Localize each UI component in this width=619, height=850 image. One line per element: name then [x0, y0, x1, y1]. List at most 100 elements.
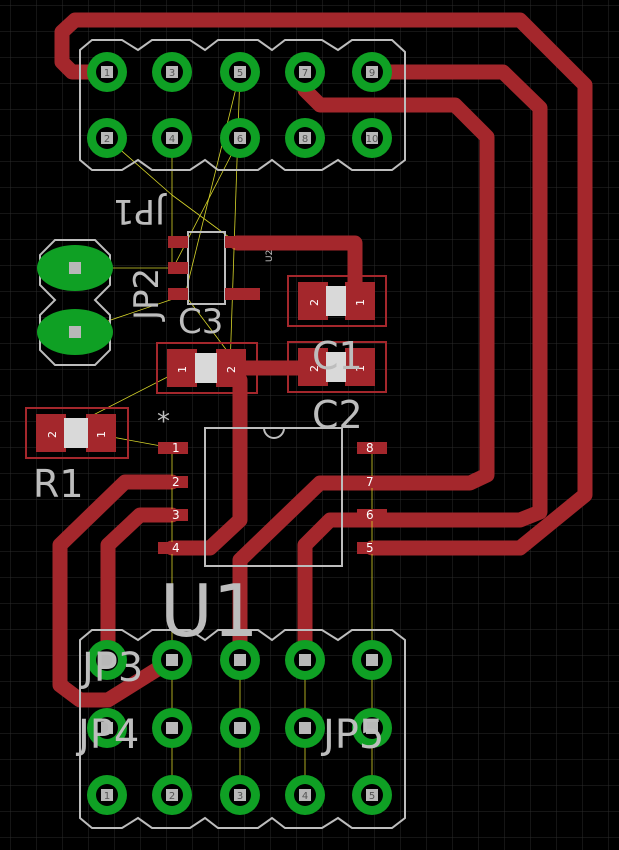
u2-pad — [225, 236, 245, 248]
u2-pad — [168, 288, 188, 300]
jp2-label: JP2 — [127, 268, 167, 322]
jp1-pad-center — [166, 66, 178, 78]
u1-pad-1 — [158, 442, 188, 454]
c3-outline — [156, 342, 258, 394]
jp1-pad-center — [366, 66, 378, 78]
u2-pad — [225, 288, 260, 300]
u1-pad-4 — [158, 542, 188, 554]
c2-pad-2 — [298, 282, 328, 320]
jp1-pad-center — [166, 132, 178, 144]
jp5-pad-center — [366, 789, 378, 801]
u1-pin-label: 2 — [172, 475, 180, 489]
jp3-pad-center — [299, 654, 311, 666]
jp1-pad-number: 4 — [169, 134, 175, 145]
u1-pin-label: 6 — [366, 508, 374, 522]
jp2-pads — [37, 245, 113, 355]
r1-outline — [25, 407, 129, 459]
u1-pad-3 — [158, 509, 188, 521]
jp-bottom-outline — [79, 629, 406, 829]
c1-pad-1 — [345, 348, 375, 386]
jp5-pad-center — [166, 789, 178, 801]
jp5-pad-center — [234, 789, 246, 801]
airwire — [184, 71, 241, 296]
c3-pin-label: 2 — [225, 366, 238, 373]
jp3-pad-center — [366, 654, 378, 666]
jp3-pad-center — [101, 654, 113, 666]
jp3-pad-center — [234, 654, 246, 666]
jp1-pad-number: 5 — [237, 68, 243, 79]
silkscreen — [25, 39, 406, 829]
jp4-label: JP4 — [75, 712, 139, 758]
jp1-pad-number: 8 — [302, 134, 308, 145]
u1-pin-label: 4 — [172, 541, 180, 555]
r1-body — [64, 418, 88, 448]
u1-pin-label: 3 — [172, 508, 180, 522]
u1-pad-2 — [158, 476, 188, 488]
smd-pads — [36, 236, 387, 554]
r1-pin-label: 1 — [95, 431, 108, 438]
u1-pad-7 — [357, 476, 387, 488]
c2-outline — [287, 275, 387, 327]
u2-pad — [168, 236, 188, 248]
jp5-pad-number: 4 — [302, 791, 308, 802]
traces — [52, 12, 593, 708]
jp5-pad-center — [299, 789, 311, 801]
trace-c3-u1-4 — [164, 372, 248, 556]
c1-pin-label: 1 — [354, 365, 367, 372]
c1-pad-2 — [298, 348, 328, 386]
trace-jp1-1-loop — [54, 12, 593, 556]
u2-label: U2 — [265, 250, 275, 262]
u1-pad-5 — [357, 542, 387, 554]
jp5-pad-number: 5 — [369, 791, 375, 802]
c1-body — [326, 352, 346, 382]
jp1-pad-number: 10 — [366, 134, 379, 145]
jp5-label: JP5 — [320, 712, 384, 758]
u1-label: U1 — [160, 569, 259, 653]
c3-body — [195, 353, 217, 383]
u1-notch — [263, 427, 285, 439]
jp5-pad-number: 1 — [104, 791, 110, 802]
u1-body — [204, 427, 343, 567]
jp5-pad-number: 2 — [169, 791, 175, 802]
jp4-pad-center — [101, 722, 113, 734]
c2-pin-label: 2 — [308, 299, 321, 306]
jp3-pad-center — [166, 654, 178, 666]
jp4-pad-center — [166, 722, 178, 734]
jp2-pad-2-center — [69, 326, 81, 338]
jp2-pad-1-center — [69, 262, 81, 274]
jp5-pad-number: 3 — [237, 791, 243, 802]
u1-pin-label: 8 — [366, 441, 374, 455]
c1-pin-label: 2 — [308, 365, 321, 372]
jp4-pad-center — [234, 722, 246, 734]
r1-label: R1 — [33, 462, 84, 506]
airwire — [171, 194, 238, 244]
trace-jp1-7 — [232, 64, 495, 668]
trace-u1-2 — [52, 474, 180, 708]
u1-pad-8 — [357, 442, 387, 454]
jp1-pad-number: 6 — [237, 134, 243, 145]
c1-label: C1 — [312, 334, 363, 378]
jp5-pad-center — [101, 789, 113, 801]
c3-pad-2 — [216, 349, 246, 387]
jp1-pad-center — [101, 66, 113, 78]
jp1-pad-center — [234, 132, 246, 144]
jp1-pad-number: 2 — [104, 134, 110, 145]
u1-pad-6 — [357, 509, 387, 521]
c3-pad-1 — [167, 349, 197, 387]
c2-pad-1 — [345, 282, 375, 320]
jp1-outline — [79, 39, 406, 171]
u1-pin-label: 7 — [366, 475, 374, 489]
trace-jp1-9 — [297, 64, 548, 668]
jp1-pad-center — [101, 132, 113, 144]
jp4-pad-center — [299, 722, 311, 734]
u1-pin1-marker: * — [157, 407, 170, 437]
jp3-label: JP3 — [79, 645, 143, 691]
jp-bottom-pads: 1 2 3 4 5 — [87, 640, 392, 815]
r1-pad-1 — [86, 414, 116, 452]
u2-pad — [168, 262, 188, 274]
u1-pin-label: 5 — [366, 541, 374, 555]
c3-label: C3 — [178, 302, 223, 342]
c3-pin-label: 1 — [176, 366, 189, 373]
jp1-pad-center — [299, 132, 311, 144]
